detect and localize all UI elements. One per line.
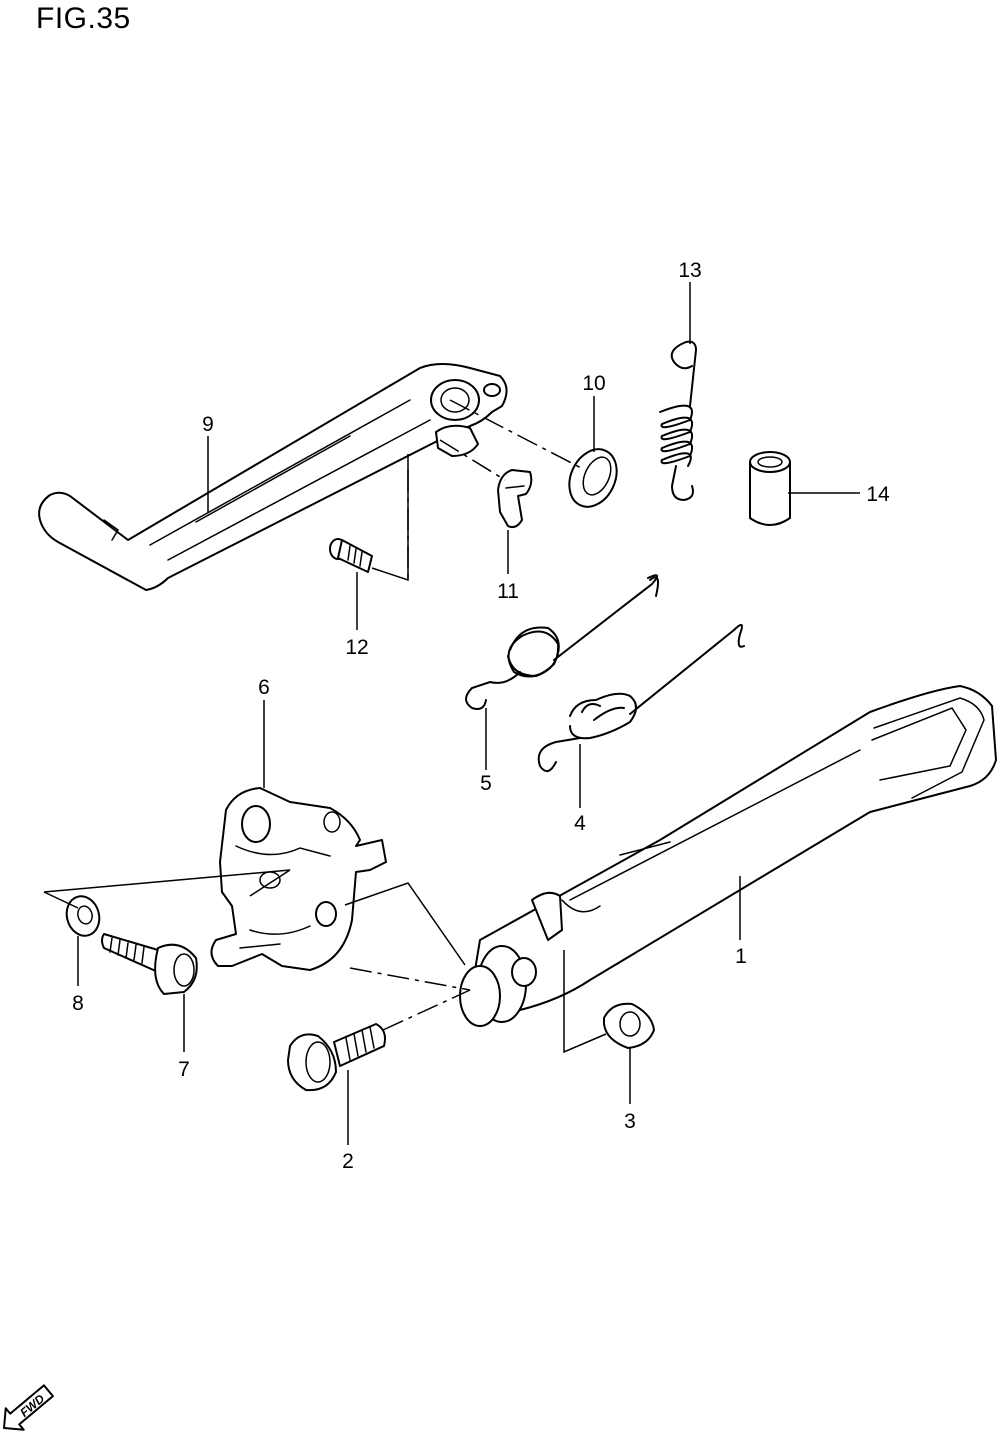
fwd-arrow-icon: FWD <box>3 1384 54 1431</box>
callout-14: 14 <box>866 483 890 506</box>
callout-2: 2 <box>342 1150 354 1173</box>
part-11-clip <box>497 469 533 529</box>
part-4-spring <box>537 623 745 773</box>
callout-9: 9 <box>202 413 214 436</box>
callout-4: 4 <box>574 812 586 835</box>
callout-leaders <box>77 282 860 1145</box>
callout-12: 12 <box>345 636 368 659</box>
assembly-lines <box>43 399 607 1054</box>
part-7-bolt <box>101 933 198 995</box>
callout-7: 7 <box>178 1058 190 1081</box>
callout-6: 6 <box>258 676 270 699</box>
part-1-side-stand <box>459 685 997 1027</box>
callout-11: 11 <box>497 580 519 603</box>
callout-3: 3 <box>624 1110 636 1133</box>
callout-1: 1 <box>735 945 747 968</box>
callout-8: 8 <box>72 992 84 1015</box>
part-12-bolt <box>329 538 373 573</box>
callout-13: 13 <box>678 259 701 282</box>
part-6-bracket <box>210 787 387 971</box>
part-2-bolt <box>287 1023 386 1092</box>
part-10-washer <box>568 448 618 508</box>
part-14-bush <box>749 451 791 526</box>
part-8-washer <box>65 895 101 937</box>
callout-5: 5 <box>480 772 492 795</box>
part-9-pedal <box>38 363 508 591</box>
callout-10: 10 <box>582 372 605 395</box>
part-3-nut <box>603 1002 655 1049</box>
part-5-spring <box>465 574 659 710</box>
figure-title: FIG.35 <box>36 2 131 35</box>
part-13-spring <box>659 340 698 502</box>
callout-labels: 9 10 11 12 13 14 5 4 6 8 7 2 3 1 <box>72 259 890 1173</box>
